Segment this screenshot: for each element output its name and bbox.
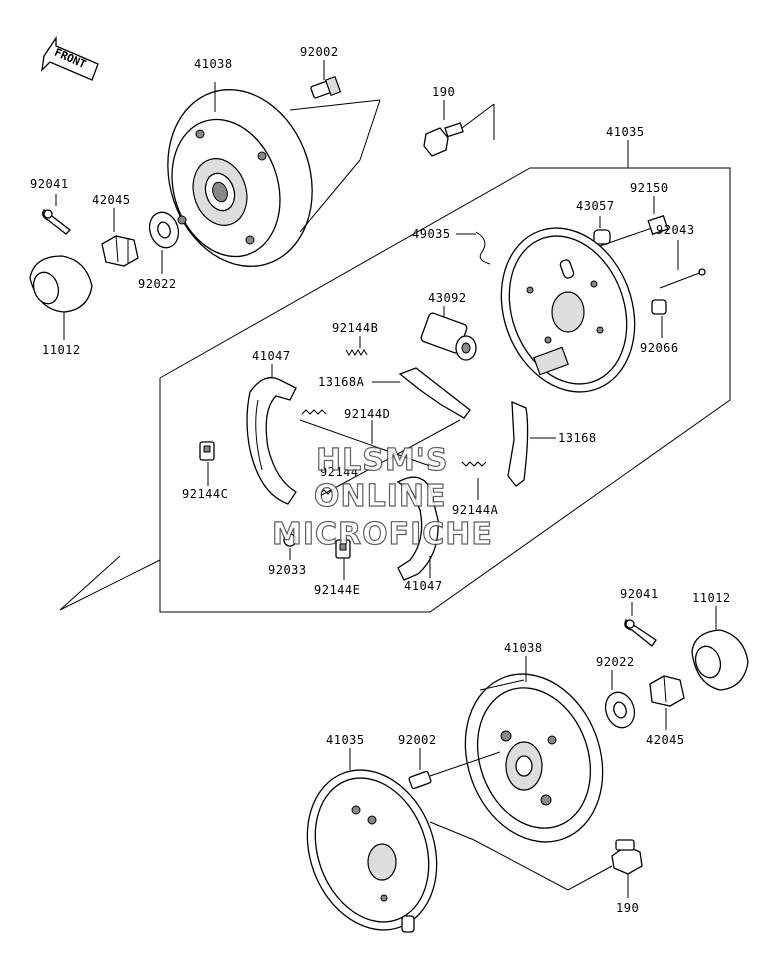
part-label-41047-top: 41047	[252, 349, 291, 363]
part-label-92144d: 92144D	[344, 407, 390, 421]
part-label-49035: 49035	[412, 227, 451, 241]
bolt-92002-top-icon	[310, 76, 342, 99]
part-label-92002-top: 92002	[300, 45, 339, 59]
brake-shoe-bottom-icon	[396, 476, 439, 581]
cotter-pin-top-icon	[42, 209, 71, 235]
cotter-pin-bottom-icon	[624, 619, 657, 647]
part-label-92066: 92066	[640, 341, 679, 355]
part-label-92022-bot: 92022	[596, 655, 635, 669]
part-label-92144b: 92144B	[332, 321, 378, 335]
brake-shoe-top-icon	[246, 377, 297, 505]
brake-drum-top-icon	[167, 89, 381, 267]
bolt-190-top-icon	[423, 103, 495, 157]
brake-drum-bottom-icon	[464, 673, 604, 843]
part-label-92041-bot: 92041	[620, 587, 659, 601]
part-label-42045-top: 42045	[92, 193, 131, 207]
bolt-92002-bottom-icon	[408, 751, 501, 790]
part-label-43057: 43057	[576, 199, 615, 213]
adjuster-link	[299, 419, 461, 497]
grease-cap-bottom-icon	[691, 629, 749, 691]
bolt-190-bottom-icon	[611, 839, 643, 875]
part-label-92144c: 92144C	[182, 487, 228, 501]
wheel-cylinder-icon	[420, 312, 477, 361]
part-label-190-top: 190	[432, 85, 455, 99]
part-label-41038-top: 41038	[194, 57, 233, 71]
part-label-92041-top: 92041	[30, 177, 69, 191]
part-label-13168a: 13168A	[318, 375, 365, 389]
part-label-41035-bot: 41035	[326, 733, 365, 747]
watermark: HLSM'S ONLINE MICROFICHE	[271, 442, 493, 552]
washer-top-icon	[148, 211, 180, 249]
clip-49035-icon	[475, 231, 491, 265]
castle-nut-top-icon	[101, 235, 139, 267]
watermark-line-2: ONLINE	[314, 479, 447, 514]
grease-cap-top-icon	[29, 255, 93, 313]
part-label-92022-top: 92022	[138, 277, 177, 291]
lever-13168-icon	[507, 400, 529, 487]
part-label-41035-top: 41035	[606, 125, 645, 139]
part-label-11012-top: 11012	[42, 343, 81, 357]
spring-92144d-icon	[301, 409, 327, 415]
pin-92033-icon	[283, 533, 297, 547]
watermark-line-1: HLSM'S	[316, 443, 448, 478]
part-label-11012-bot: 11012	[692, 591, 731, 605]
part-label-92150: 92150	[630, 181, 669, 195]
pin-92043-icon	[659, 268, 706, 289]
bushing-icon	[593, 229, 611, 245]
part-label-92002-bot: 92002	[398, 733, 437, 747]
part-label-41038-bot: 41038	[504, 641, 543, 655]
assembly-outline	[59, 140, 731, 613]
watermark-line-3: MICROFICHE	[272, 517, 493, 552]
part-label-92144: 92144	[320, 465, 359, 479]
backing-plate-top-icon	[500, 227, 636, 393]
part-label-41047-bot: 41047	[404, 579, 443, 593]
washer-bottom-icon	[604, 691, 636, 729]
part-label-92033: 92033	[268, 563, 307, 577]
castle-nut-bottom-icon	[649, 675, 685, 707]
spring-92144b-icon	[345, 349, 368, 356]
bolt-92150-icon	[599, 215, 669, 247]
backing-plate-bottom-icon	[306, 769, 613, 933]
part-label-13168: 13168	[558, 431, 597, 445]
clip-92144c-icon	[199, 441, 215, 461]
part-label-190-bot: 190	[616, 901, 639, 915]
clip-92144e-icon	[335, 539, 351, 559]
front-arrow-icon: FRONT	[41, 35, 99, 81]
part-label-92043: 92043	[656, 223, 695, 237]
part-label-42045-bot: 42045	[646, 733, 685, 747]
lever-13168a-icon	[398, 367, 471, 419]
part-label-43092: 43092	[428, 291, 467, 305]
part-label-92144e: 92144E	[314, 583, 360, 597]
spring-92144a-icon	[461, 461, 487, 467]
part-label-92144a: 92144A	[452, 503, 499, 517]
spring-92144-icon	[315, 489, 333, 495]
nipple-92066-icon	[651, 299, 667, 315]
